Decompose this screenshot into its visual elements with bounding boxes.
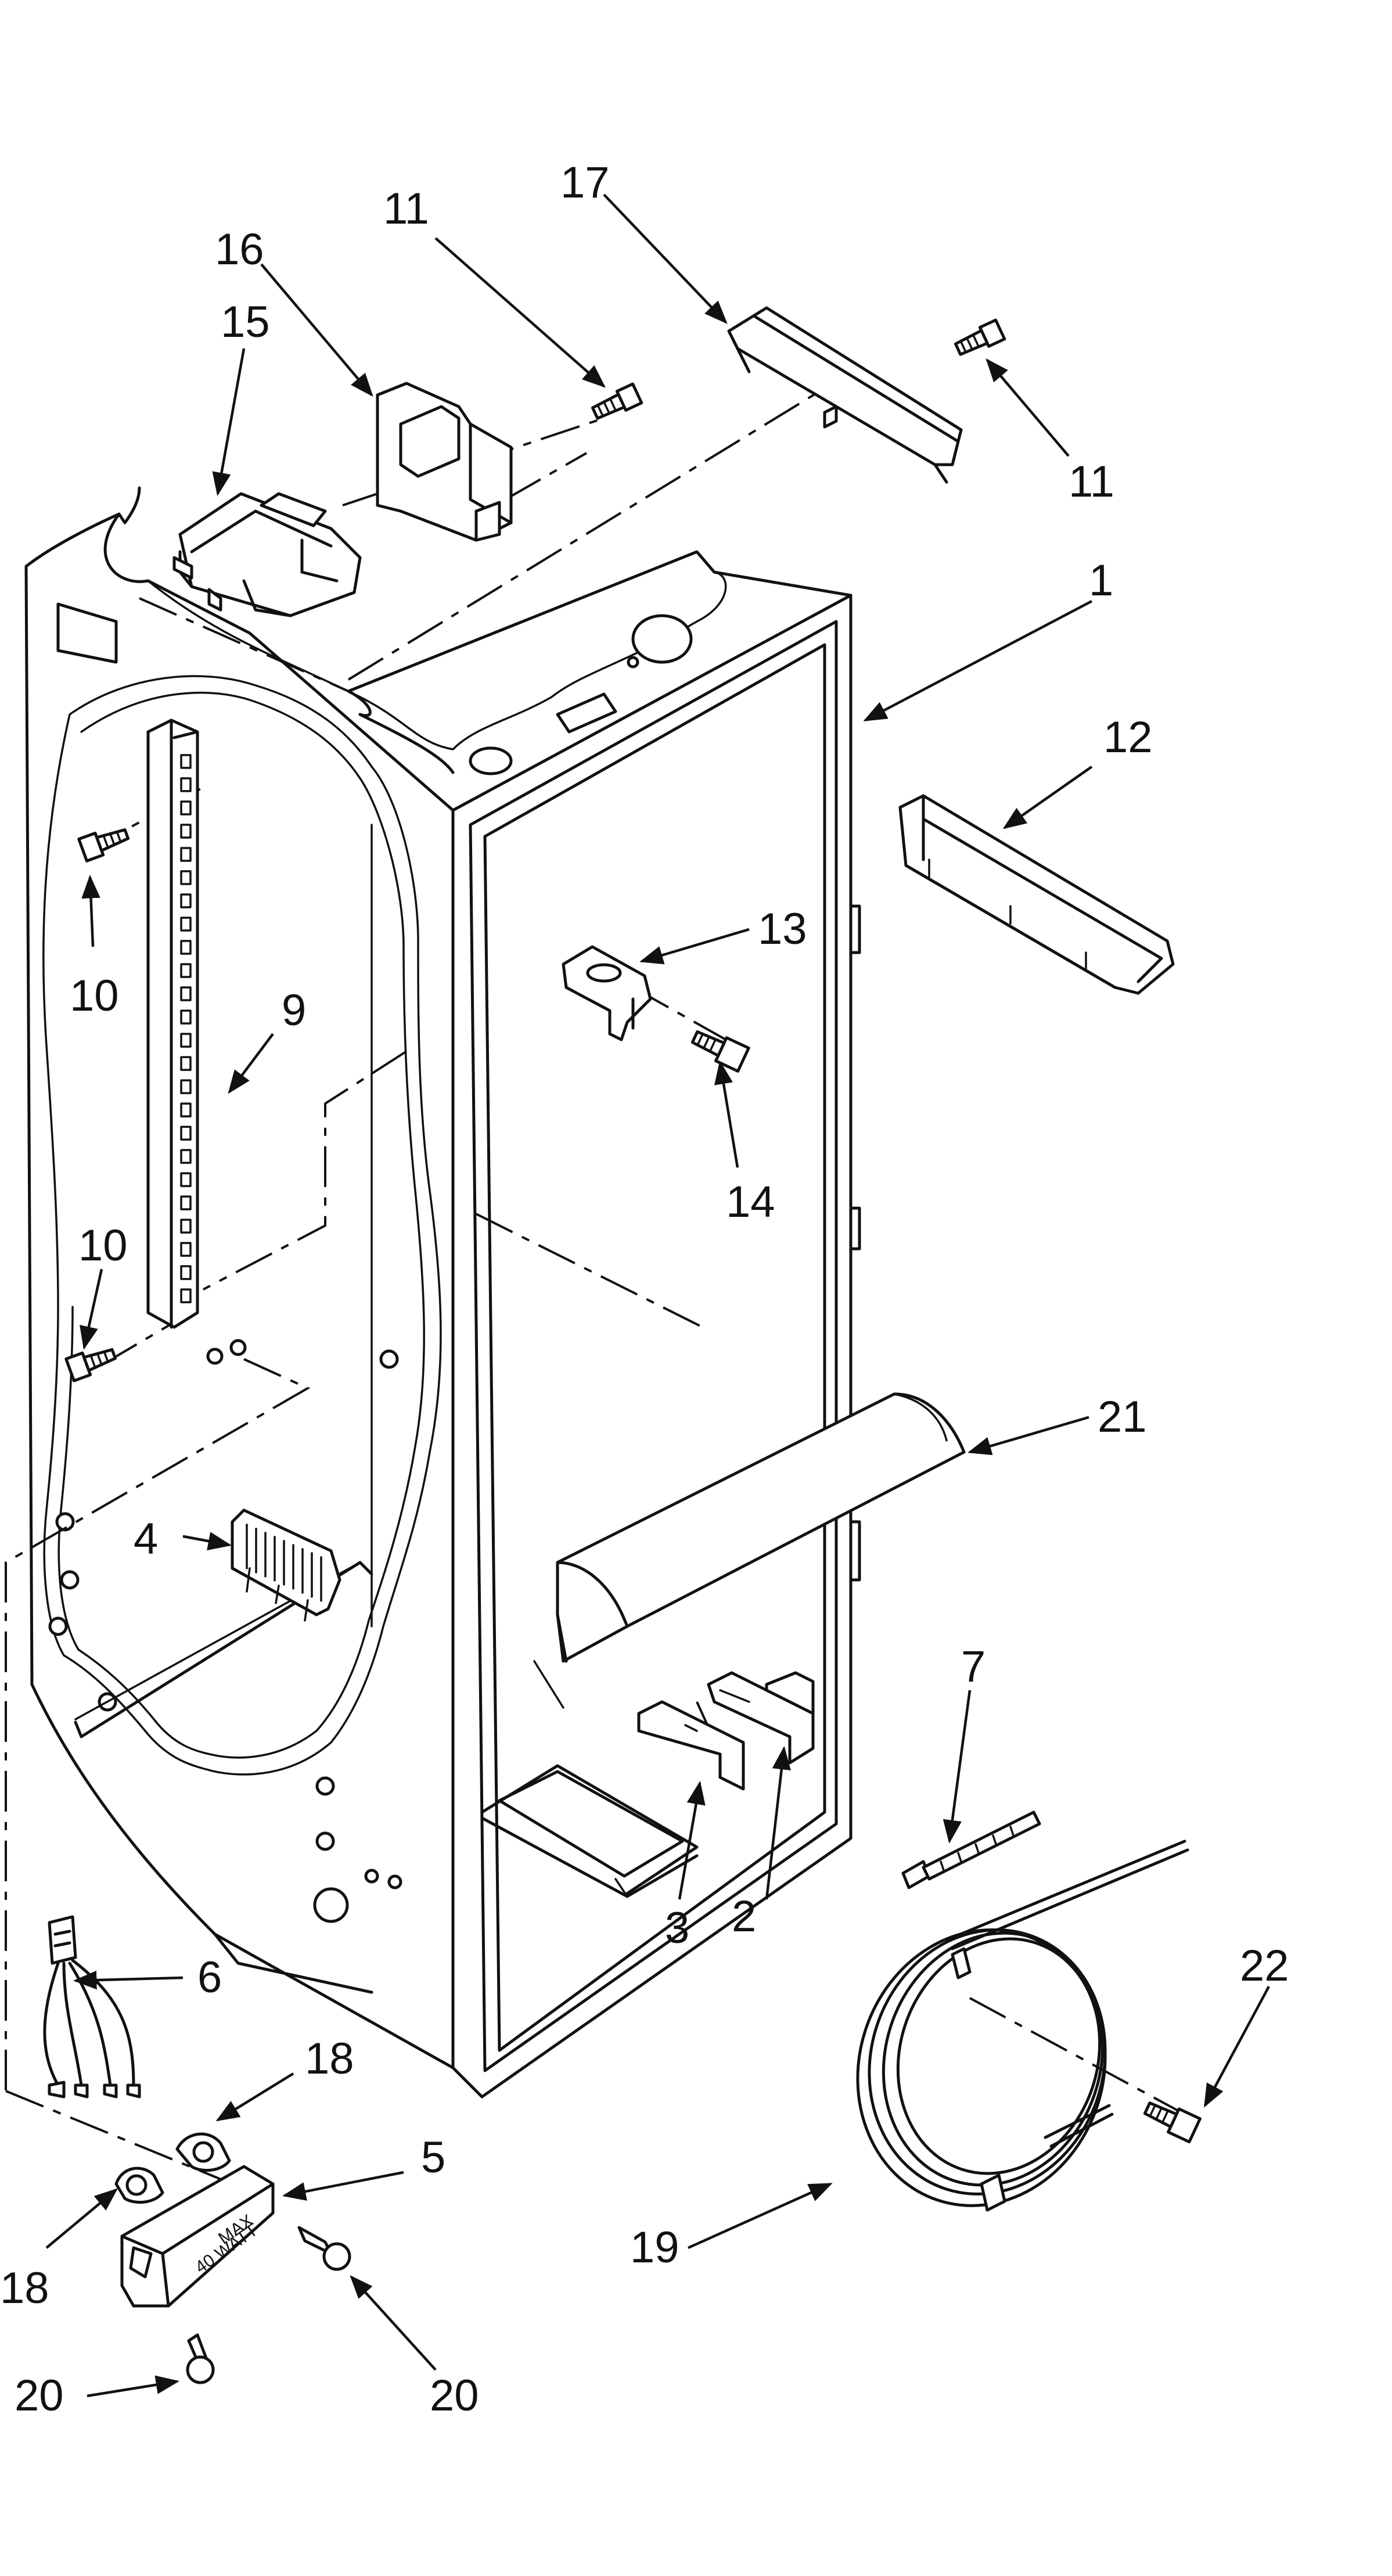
- callout-21: 21: [1098, 1392, 1147, 1442]
- callout-12: 12: [1103, 713, 1153, 762]
- ladder-slot: [180, 870, 192, 885]
- callout-18-upper: 18: [305, 2034, 354, 2083]
- leader-lines: [45, 193, 1270, 2398]
- callout-20-right: 20: [430, 2371, 479, 2420]
- shelf-ladder-9: [146, 718, 199, 1329]
- control-housing-15: [172, 492, 362, 617]
- wire-harness-6: [43, 1915, 141, 2099]
- ladder-slot: [180, 917, 192, 932]
- screw-22: [1143, 2101, 1202, 2144]
- plug-20-lower: [186, 2333, 215, 2384]
- callout-2: 2: [732, 1892, 756, 1941]
- ladder-slot: [180, 986, 192, 1001]
- callout-22: 22: [1240, 1941, 1289, 1991]
- plug-20-right: [297, 2226, 351, 2271]
- ladder-slot: [180, 1033, 192, 1048]
- callout-15: 15: [221, 297, 270, 347]
- top-rail-17: [727, 306, 963, 484]
- ladder-slot: [180, 1149, 192, 1164]
- trim-channel-12: [898, 794, 1175, 995]
- ladder-slot: [180, 800, 192, 815]
- ladder-slot: [180, 824, 192, 839]
- cover-21: [556, 1392, 966, 1663]
- callout-7: 7: [961, 1642, 985, 1691]
- callout-6: 6: [197, 1953, 222, 2002]
- ladder-slot: [180, 847, 192, 862]
- callout-4: 4: [134, 1514, 158, 1564]
- screw-11-upper: [591, 382, 643, 420]
- callout-labels: 1 2 3 4 5 6 7 9 10 10 11 11 12 13 14 15 …: [0, 158, 1289, 2420]
- ladder-slot: [180, 1079, 192, 1094]
- light-shield-4: [231, 1508, 341, 1622]
- assembly-dashed-lines: [5, 376, 1185, 2185]
- callout-10-lower: 10: [78, 1221, 128, 1270]
- ladder-slot: [180, 1242, 192, 1257]
- ladder-slot: [180, 1126, 192, 1141]
- callout-18-lower: 18: [0, 2264, 49, 2313]
- ladder-slot: [180, 963, 192, 978]
- ladder-slot: [180, 777, 192, 792]
- cable-tie-7: [901, 1810, 1041, 1889]
- ladder-slot: [180, 893, 192, 908]
- callout-20-lower: 20: [15, 2371, 64, 2420]
- callout-10-upper: 10: [70, 971, 119, 1021]
- callout-11-top: 11: [383, 184, 429, 233]
- screw-14: [690, 1030, 750, 1073]
- callout-17: 17: [560, 158, 610, 207]
- ladder-slot: [180, 1102, 192, 1118]
- tubing-coil-19: [856, 1840, 1189, 2212]
- ladder-slot: [180, 754, 192, 769]
- callout-5: 5: [421, 2133, 445, 2182]
- callout-14: 14: [726, 1177, 775, 1227]
- callout-1: 1: [1089, 556, 1113, 605]
- ladder-slot: [180, 940, 192, 955]
- ladder-slot: [180, 1195, 192, 1210]
- screw-10-lower: [64, 1348, 117, 1382]
- callout-19: 19: [630, 2223, 679, 2272]
- ladder-slot: [180, 1288, 192, 1303]
- callout-3: 3: [665, 1903, 689, 1953]
- callout-11-right: 11: [1069, 457, 1114, 506]
- clip-18-upper: [175, 2132, 231, 2172]
- ladder-slot: [180, 1219, 192, 1234]
- screw-11-right: [954, 318, 1006, 356]
- callout-9: 9: [282, 986, 306, 1035]
- ladder-slot: [180, 1056, 192, 1071]
- ladder-slot: [180, 1009, 192, 1025]
- callout-13: 13: [758, 904, 807, 954]
- callout-16: 16: [215, 225, 264, 274]
- ladder-slot: [180, 1172, 192, 1187]
- bracket-16: [376, 382, 513, 542]
- screw-10-upper: [77, 828, 130, 863]
- ladder-slot: [180, 1265, 192, 1280]
- bracket-13: [562, 945, 652, 1041]
- bracket-3: [637, 1700, 745, 1791]
- bracket-2: [707, 1671, 815, 1765]
- clip-18-lower: [114, 2167, 164, 2204]
